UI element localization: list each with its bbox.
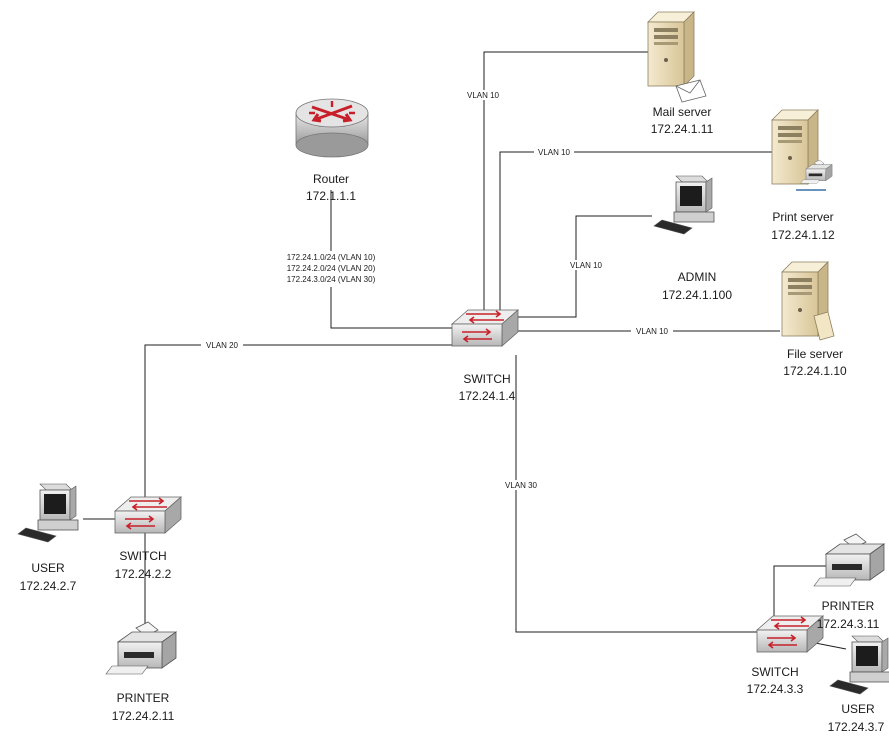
vlan-label-admin-text: VLAN 10 <box>570 261 603 270</box>
printer-3-ip: 172.24.3.11 <box>817 617 880 631</box>
workstation-icon <box>18 484 78 542</box>
printer-icon <box>106 622 176 674</box>
admin-workstation: ADMIN 172.24.1.100 <box>654 176 732 302</box>
print-server-name: Print server <box>772 210 833 224</box>
workstation-icon <box>654 176 714 234</box>
vlan-label-20-text: VLAN 20 <box>206 341 239 350</box>
core-switch-ip: 172.24.1.4 <box>459 389 516 403</box>
printer-2-ip: 172.24.2.11 <box>112 709 175 723</box>
router: Router 172.1.1.1 <box>296 99 368 203</box>
file-server-ip: 172.24.1.10 <box>783 364 847 378</box>
user-3-ip: 172.24.3.7 <box>828 720 885 734</box>
link-print <box>500 152 780 316</box>
vlan-label-print: VLAN 10 <box>534 147 574 157</box>
user-2-workstation: USER 172.24.2.7 <box>18 484 78 593</box>
switch-icon <box>452 310 518 346</box>
vlan-label-mail: VLAN 10 <box>462 90 504 100</box>
user-3-name: USER <box>841 702 875 716</box>
vlan-label-mail-text: VLAN 10 <box>467 91 500 100</box>
file-server-icon <box>782 262 834 340</box>
core-switch: SWITCH 172.24.1.4 <box>452 310 518 403</box>
print-server: Print server 172.24.1.12 <box>771 110 835 242</box>
switch-icon <box>757 616 823 652</box>
printer-icon <box>814 534 884 586</box>
link-mail <box>484 52 650 318</box>
link-vlan20 <box>145 345 452 505</box>
router-subnet-2: 172.24.2.0/24 (VLAN 20) <box>287 264 376 273</box>
router-subnet-1: 172.24.1.0/24 (VLAN 10) <box>287 253 376 262</box>
user-2-ip: 172.24.2.7 <box>20 579 77 593</box>
printer-2-name: PRINTER <box>117 691 170 705</box>
print-server-icon <box>772 110 832 190</box>
switch-2-name: SWITCH <box>119 549 166 563</box>
vlan-label-print-text: VLAN 10 <box>538 148 571 157</box>
workstation-icon <box>830 636 889 694</box>
core-switch-name: SWITCH <box>463 372 510 386</box>
vlan-label-file: VLAN 10 <box>631 326 673 336</box>
vlan-label-admin: VLAN 10 <box>566 260 606 270</box>
vlan-label-file-text: VLAN 10 <box>636 327 669 336</box>
router-icon <box>296 99 368 157</box>
switch-2-ip: 172.24.2.2 <box>115 567 172 581</box>
mail-server: Mail server 172.24.1.11 <box>648 12 714 136</box>
vlan-label-20: VLAN 20 <box>201 340 243 350</box>
vlan-label-30-text: VLAN 30 <box>505 481 538 490</box>
user-2-name: USER <box>31 561 65 575</box>
switch-3-ip: 172.24.3.3 <box>747 682 804 696</box>
mail-server-icon <box>648 12 706 102</box>
switch-2: SWITCH 172.24.2.2 <box>115 497 181 581</box>
file-server-name: File server <box>787 347 843 361</box>
mail-server-name: Mail server <box>653 105 712 119</box>
admin-ip: 172.24.1.100 <box>662 288 732 302</box>
print-server-ip: 172.24.1.12 <box>771 228 835 242</box>
switch-icon <box>115 497 181 533</box>
file-server: File server 172.24.1.10 <box>782 262 847 378</box>
router-subnet-labels: 172.24.1.0/24 (VLAN 10) 172.24.2.0/24 (V… <box>279 251 383 287</box>
admin-name: ADMIN <box>678 270 717 284</box>
router-subnet-3: 172.24.3.0/24 (VLAN 30) <box>287 275 376 284</box>
printer-3: PRINTER 172.24.3.11 <box>814 534 884 631</box>
link-vlan30 <box>516 355 758 632</box>
mail-server-ip: 172.24.1.11 <box>651 122 714 136</box>
vlan-label-30: VLAN 30 <box>500 480 542 490</box>
links <box>83 52 846 649</box>
printer-2: PRINTER 172.24.2.11 <box>106 622 176 723</box>
printer-3-name: PRINTER <box>822 599 875 613</box>
router-name: Router <box>313 172 349 186</box>
user-3-workstation: USER 172.24.3.7 <box>828 636 889 734</box>
switch-3-name: SWITCH <box>751 665 798 679</box>
switch-3: SWITCH 172.24.3.3 <box>747 616 823 696</box>
router-ip: 172.1.1.1 <box>306 189 356 203</box>
